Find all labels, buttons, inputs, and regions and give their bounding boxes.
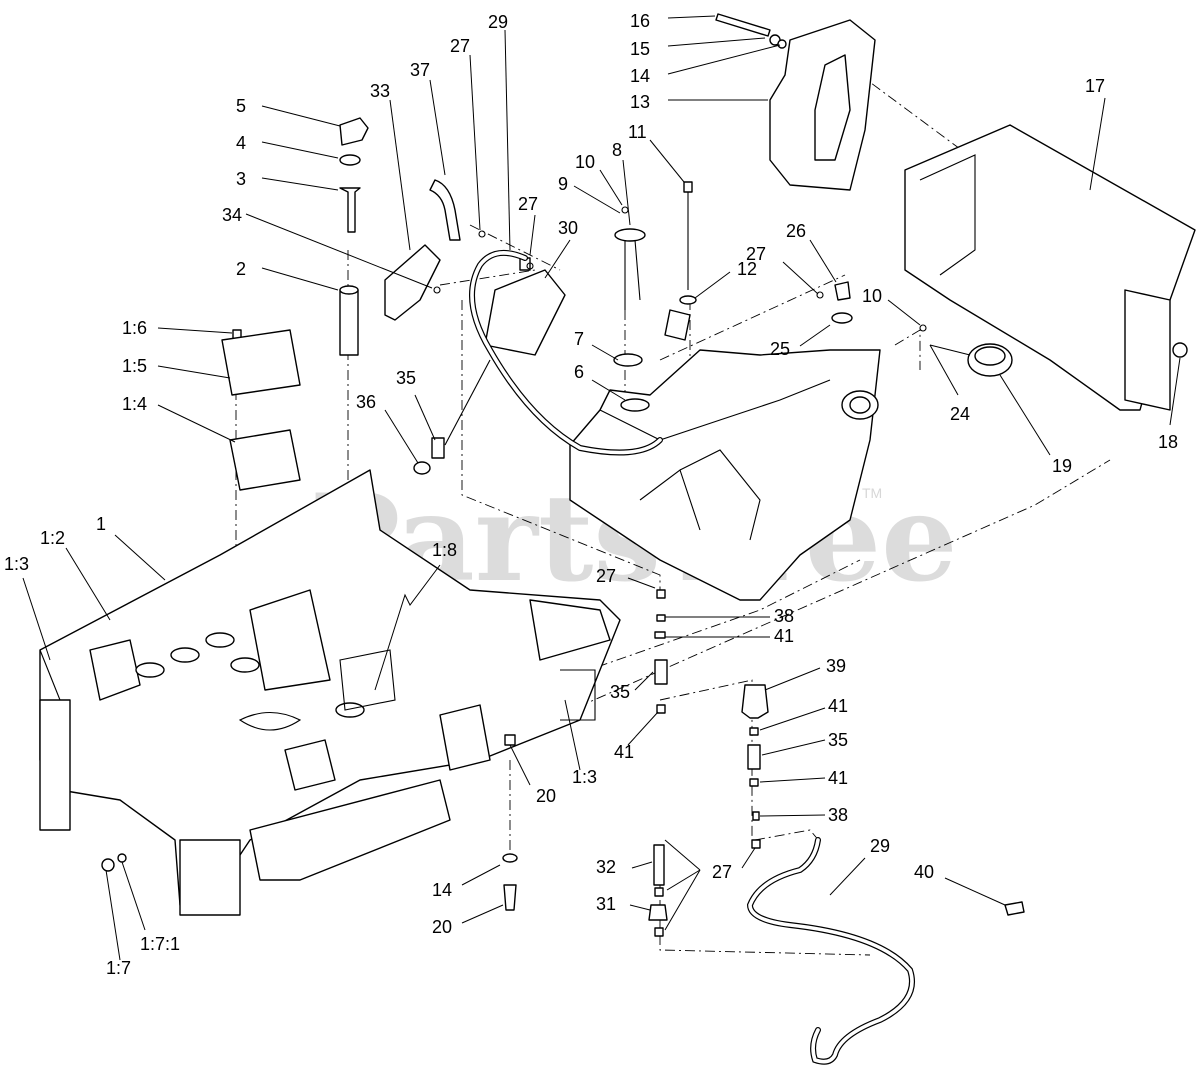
callout-24: 24: [950, 404, 970, 424]
callout-39: 39: [826, 656, 846, 676]
fuel-hose-lower: [746, 837, 915, 1065]
callout-3: 3: [236, 169, 246, 189]
callout-32: 32: [596, 857, 616, 877]
callout-40: 40: [914, 862, 934, 882]
callout-17: 17: [1085, 76, 1105, 96]
callout-19: 19: [1052, 456, 1072, 476]
callout-41: 41: [828, 696, 848, 716]
callout-10: 10: [575, 152, 595, 172]
callout-16: 16: [630, 11, 650, 31]
callout-35: 35: [828, 730, 848, 750]
callout-27: 27: [450, 36, 470, 56]
fuel-gauge-rod: [679, 181, 697, 305]
fasteners: [101, 13, 1188, 916]
counterweight: [769, 19, 876, 191]
callout-34: 34: [222, 205, 242, 225]
watermark-tm: TM: [862, 485, 882, 501]
callout-33: 33: [370, 81, 390, 101]
callout-1-5: 1:5: [122, 356, 147, 376]
callout-11: 11: [628, 122, 647, 142]
callout-1-8: 1:8: [432, 540, 457, 560]
callout-31: 31: [596, 894, 616, 914]
callout-27: 27: [518, 194, 538, 214]
callout-14: 14: [630, 66, 650, 86]
canister-bracket: [384, 244, 441, 321]
callout-26: 26: [786, 221, 806, 241]
callout-1-3: 1:3: [4, 554, 29, 574]
callout-36: 36: [356, 392, 376, 412]
callout-38: 38: [828, 805, 848, 825]
callout-18: 18: [1158, 432, 1178, 452]
callout-41: 41: [828, 768, 848, 788]
main-frame: [39, 469, 621, 916]
callout-29: 29: [870, 836, 890, 856]
callout-35: 35: [396, 368, 416, 388]
callout-9: 9: [558, 174, 568, 194]
callout-41: 41: [614, 742, 634, 762]
fuel-line-stack: [648, 589, 769, 937]
callout-13: 13: [630, 92, 650, 112]
callout-41: 41: [774, 626, 794, 646]
callout-7: 7: [574, 329, 584, 349]
callout-27: 27: [596, 566, 616, 586]
callout-30: 30: [558, 218, 578, 238]
callout-25: 25: [770, 339, 790, 359]
callout-10: 10: [862, 286, 882, 306]
callout-1-4: 1:4: [122, 394, 147, 414]
callout-1-2: 1:2: [40, 528, 65, 548]
callout-37: 37: [410, 60, 430, 80]
callout-5: 5: [236, 96, 246, 116]
breather-tube: [429, 179, 461, 241]
callout-8: 8: [612, 140, 622, 160]
tank-bracket: [904, 124, 1196, 411]
callout-4: 4: [236, 133, 246, 153]
callout-38: 38: [774, 606, 794, 626]
fuel-fill-neck: [339, 117, 369, 356]
callout-6: 6: [574, 362, 584, 382]
callout-2: 2: [236, 259, 246, 279]
fuel-cap: [929, 343, 1013, 377]
callout-20: 20: [536, 786, 556, 806]
callout-35: 35: [610, 682, 630, 702]
fuel-tank: [569, 349, 881, 601]
callout-27: 27: [746, 244, 766, 264]
callout-1-7-1: 1:7:1: [140, 934, 180, 954]
vent-fitting: [831, 281, 853, 324]
fuel-hose-upper: [413, 249, 663, 475]
callout-20: 20: [432, 917, 452, 937]
fuel-sender: [613, 228, 691, 367]
callout-15: 15: [630, 39, 650, 59]
callout-29: 29: [488, 12, 508, 32]
callout-1-7: 1:7: [106, 958, 131, 978]
callout-1-6: 1:6: [122, 318, 147, 338]
callouts: 16 15 14 13 29 27 37 33 5 4 3 34 2 27 30…: [4, 11, 1178, 978]
callout-1-3: 1:3: [572, 767, 597, 787]
callout-12: 12: [737, 259, 757, 279]
callout-14: 14: [432, 880, 452, 900]
callout-1: 1: [96, 514, 106, 534]
leader-lines: [22, 15, 1181, 961]
callout-27: 27: [712, 862, 732, 882]
charcoal-canister: [484, 257, 566, 356]
